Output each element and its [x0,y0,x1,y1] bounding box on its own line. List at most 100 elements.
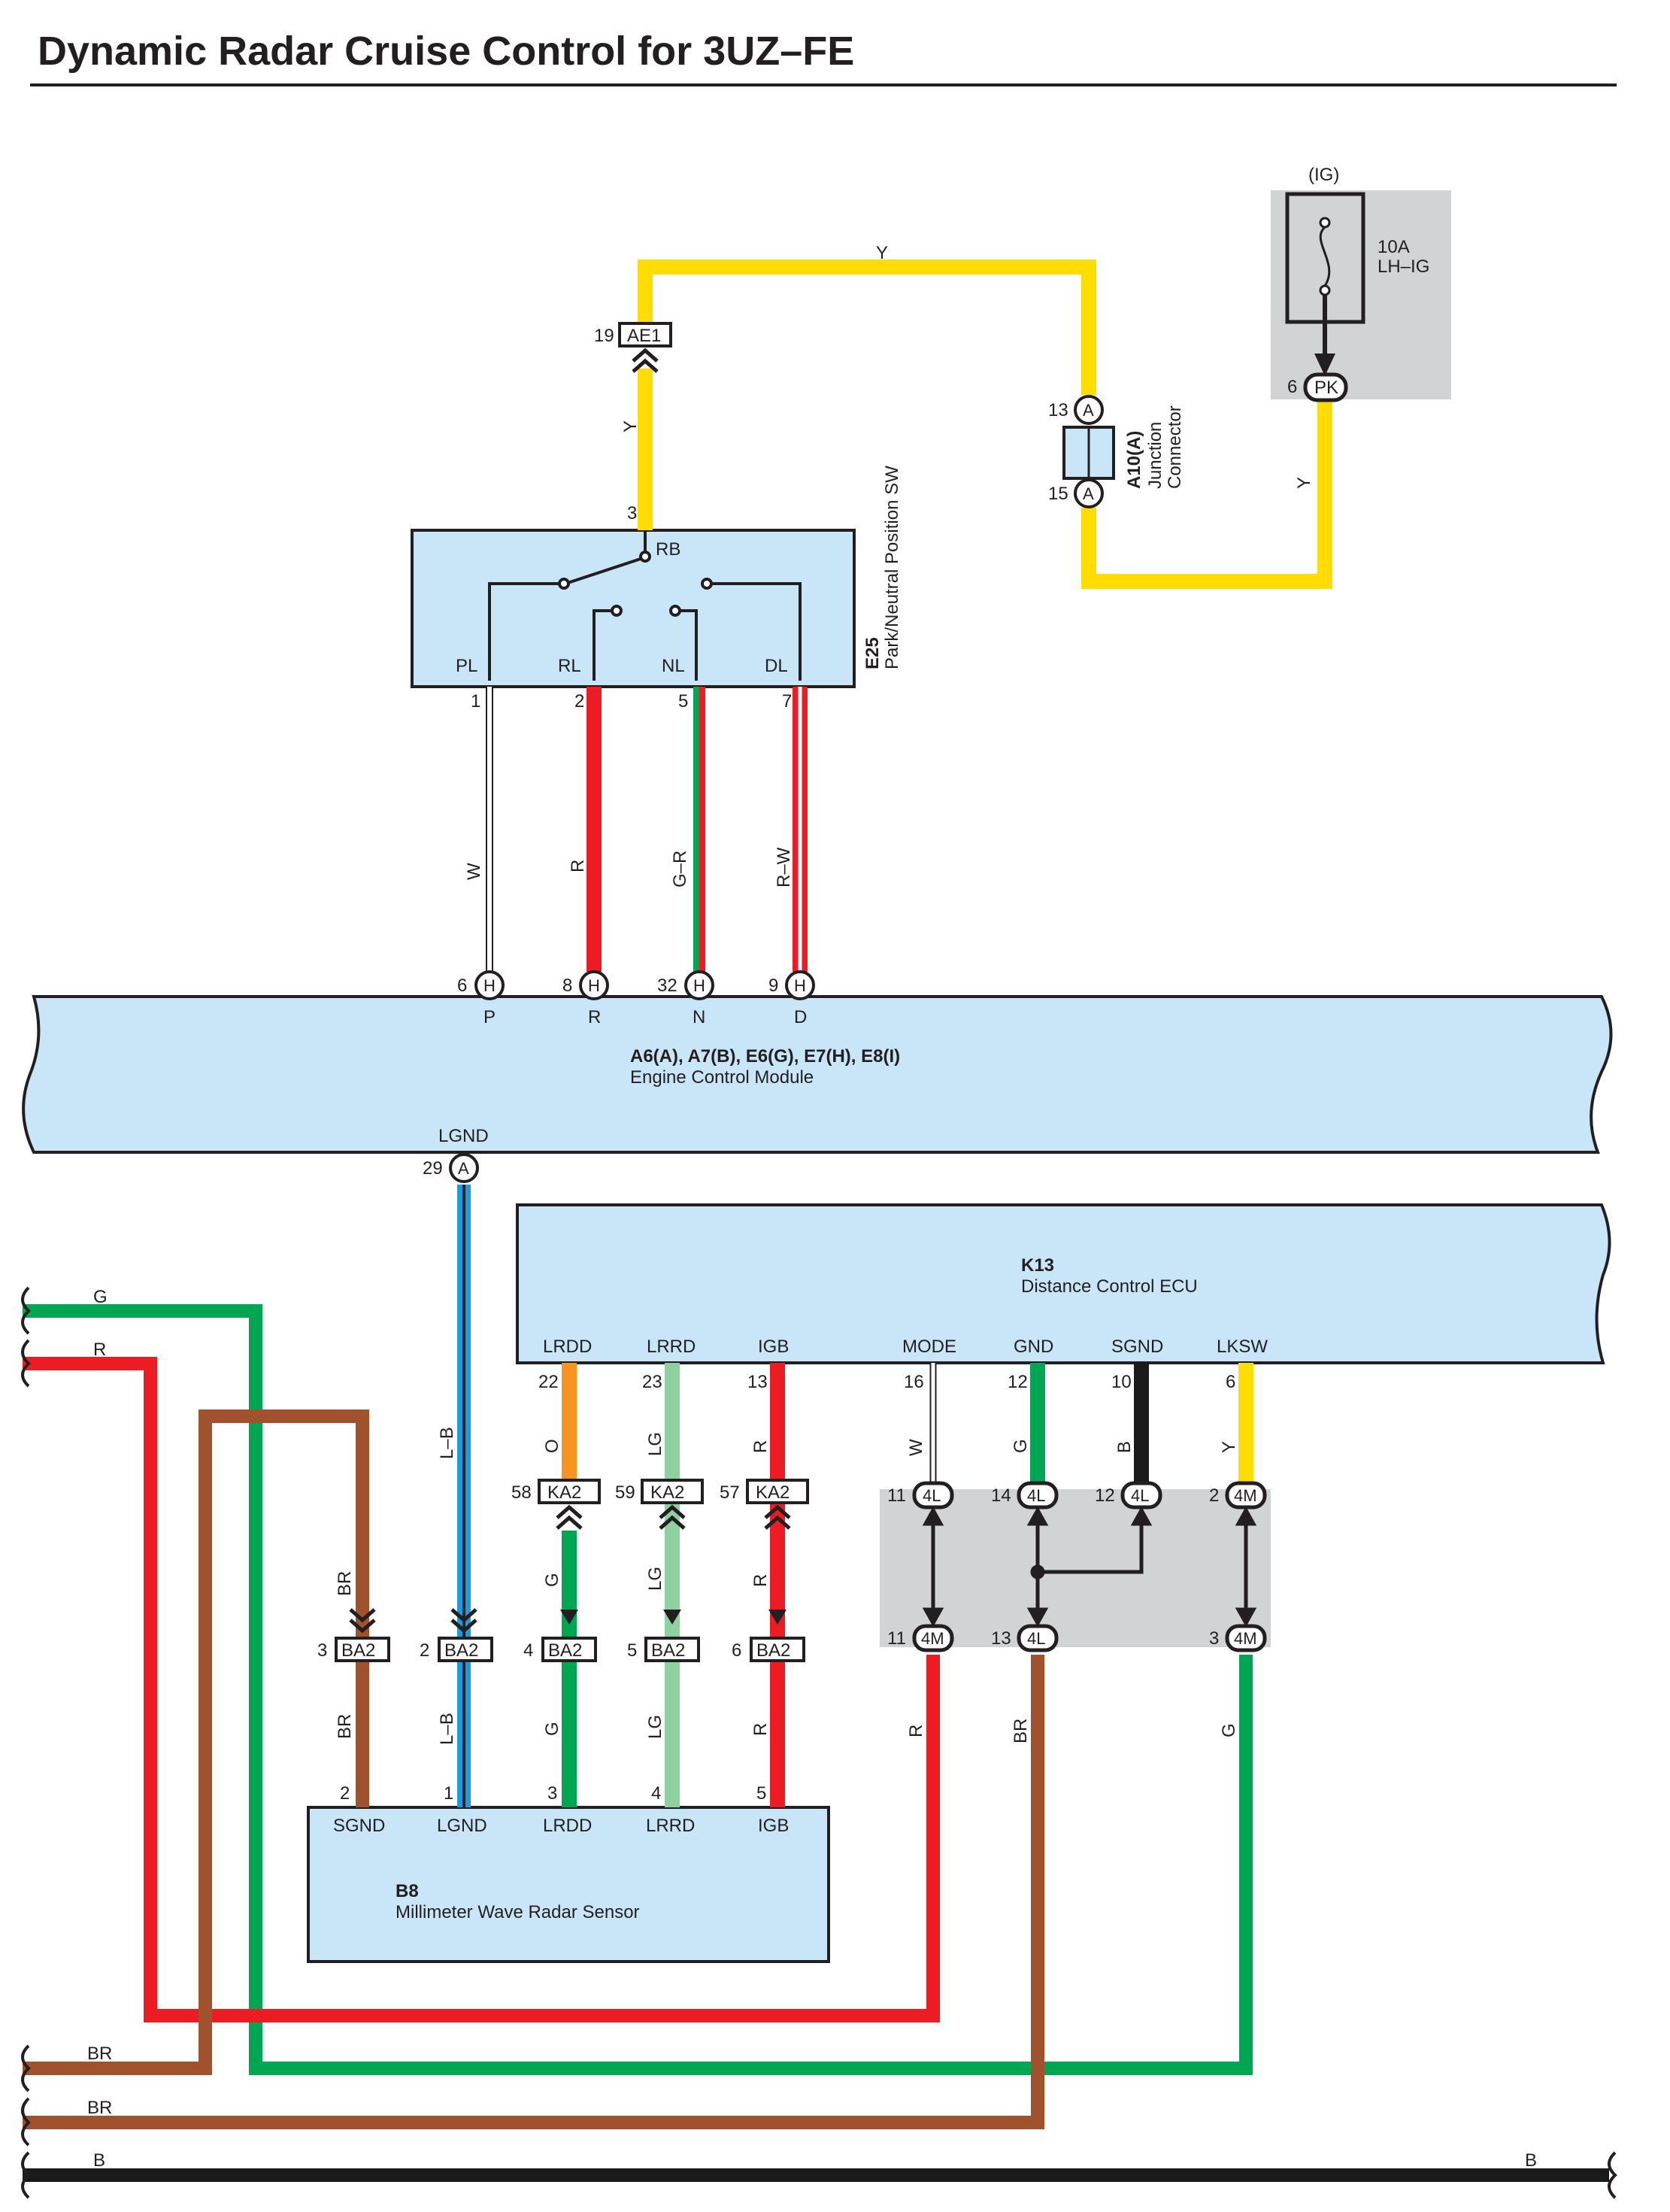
ecm-conn-h-2: H [588,976,600,995]
ecm-lgnd-wire: L–B [437,1427,457,1459]
joint-top-pin-2: 2 [1209,1485,1219,1506]
ba2-pin-5: 5 [627,1640,637,1661]
junction-top-circle [1074,395,1104,425]
ecu-code: K13 [1021,1255,1054,1276]
joint-bottom-conn-2: 4L [1027,1629,1045,1648]
ecu-pin-12: 12 [1008,1372,1028,1392]
pnp-pin-1: 1 [471,691,480,712]
radar-terminal-lrdd: LRDD [543,1816,592,1836]
joint-bottom-wire-g: G [1219,1723,1239,1737]
radar-sensor-body [307,1806,830,1963]
ecm-conn-h-1: H [483,976,496,995]
ecm-lgnd-connector: A [458,1159,469,1178]
wire-y-top [638,259,1096,395]
ka2-down-arrow-icons [560,1610,787,1625]
joint-connector-bg [880,1489,1271,1647]
joint-bottom-pin-13: 13 [991,1628,1011,1649]
ba2-pin-4: 4 [523,1640,533,1661]
fuse-wire-color: Y [1294,477,1314,489]
ecm-conn-h-4: H [794,976,806,995]
ka2-connectors [538,1479,809,1504]
left-wire-br-1: BR [87,2044,112,2064]
ecu-terminal-gnd: GND [1014,1337,1053,1357]
ka2-pin-59: 59 [615,1482,635,1503]
ba2-label-3: BA2 [548,1640,582,1661]
wire-g-left [23,1304,1253,2075]
left-wire-r: R [93,1340,106,1360]
ecu-wire-g: G [1011,1439,1031,1453]
ecu-terminal-lrrd: LRRD [647,1337,696,1357]
ae1-connector [618,322,672,347]
pnp-pin-7: 7 [782,691,792,712]
wire-br-ground [23,1655,1044,2129]
left-wire-g: G [93,1287,108,1307]
wire-r-left [23,1357,940,2022]
ecu-pin-6: 6 [1226,1372,1235,1392]
fuse-name: LH–IG [1378,256,1429,277]
ae1-label: AE1 [627,326,661,346]
pnp-pin-2: 2 [574,691,584,712]
ecu-wire-o: O [542,1439,562,1453]
ba2-wire-below-br: BR [335,1714,355,1739]
ka2-pin-57: 57 [720,1482,740,1503]
ae1-wire-color: Y [620,420,641,432]
ba2-pin-2: 2 [420,1640,429,1661]
radar-terminal-lgnd: LGND [437,1816,487,1836]
joint-bottom-wire-r: R [906,1725,926,1737]
ecm-pin-8: 8 [562,976,572,996]
ba2-wire-below-g: G [542,1722,562,1736]
fuse-group-label: (IG) [1308,165,1339,185]
ecu-terminal-lksw: LKSW [1217,1337,1268,1357]
pnp-code: E25 [862,637,883,669]
ba2-label-5: BA2 [756,1640,790,1661]
pnp-wire-rw: R–W [774,847,794,888]
fuse-pin: 6 [1287,377,1297,397]
joint-top-conn-4: 4M [1234,1486,1257,1505]
ecm-label-p: P [483,1007,496,1027]
radar-pin-4: 4 [651,1783,661,1804]
junction-top-connector: A [1083,401,1094,420]
radar-pin-5: 5 [756,1783,766,1804]
joint-bottom-pin-3: 3 [1209,1628,1219,1649]
joint-top-pin-14: 14 [991,1485,1011,1506]
ka2-label-2: KA2 [650,1482,684,1503]
pnp-terminal-pl: PL [456,656,477,676]
ecu-wire-lg: LG [645,1432,665,1456]
ecm-label-n: N [693,1007,705,1027]
ecm-pin-32: 32 [657,976,677,996]
ba2-chevron-icons [349,1608,477,1634]
ba2-wire-below-lg: LG [645,1715,665,1739]
left-break-markers [21,1286,1617,2199]
joint-bottom-conn-3: 4M [1234,1629,1257,1648]
ecu-pin-23: 23 [642,1372,662,1392]
joint-bottom-connectors [912,1624,1267,1652]
ecm-label-r: R [588,1007,601,1027]
right-wire-b: B [1525,2150,1537,2171]
joint-top-conn-3: 4L [1131,1486,1149,1505]
ba2-pin-6: 6 [732,1640,741,1661]
ae1-chevron-icon [632,347,659,373]
ka2-wire-lg: LG [645,1567,665,1591]
ka2-wire-r: R [750,1574,771,1587]
ecu-wire-b: B [1114,1441,1135,1453]
pnp-switch-body [411,529,856,688]
ecu-pin-10: 10 [1111,1372,1132,1392]
ecm-pin-6: 6 [457,976,467,996]
fuse-pk-connector [1303,372,1348,402]
ecm-name: Engine Control Module [630,1067,814,1088]
ecu-wire-r: R [750,1440,771,1453]
joint-top-pin-11: 11 [887,1485,906,1506]
page-title: Dynamic Radar Cruise Control for 3UZ–FE [38,29,854,74]
junction-bottom-pin: 15 [1048,484,1068,504]
ecu-terminal-lrdd: LRDD [543,1337,592,1357]
ecu-wire-w: W [906,1439,926,1456]
junction-top-pin: 13 [1048,400,1068,420]
joint-bottom-conn-1: 4M [921,1629,944,1648]
ecm-body [22,995,1613,1154]
radar-terminal-igb: IGB [758,1816,789,1836]
pnp-wire-r: R [568,860,588,872]
joint-top-conn-2: 4L [1027,1486,1045,1505]
ecu-pin-13: 13 [747,1372,768,1392]
ecu-terminal-mode: MODE [902,1337,956,1357]
